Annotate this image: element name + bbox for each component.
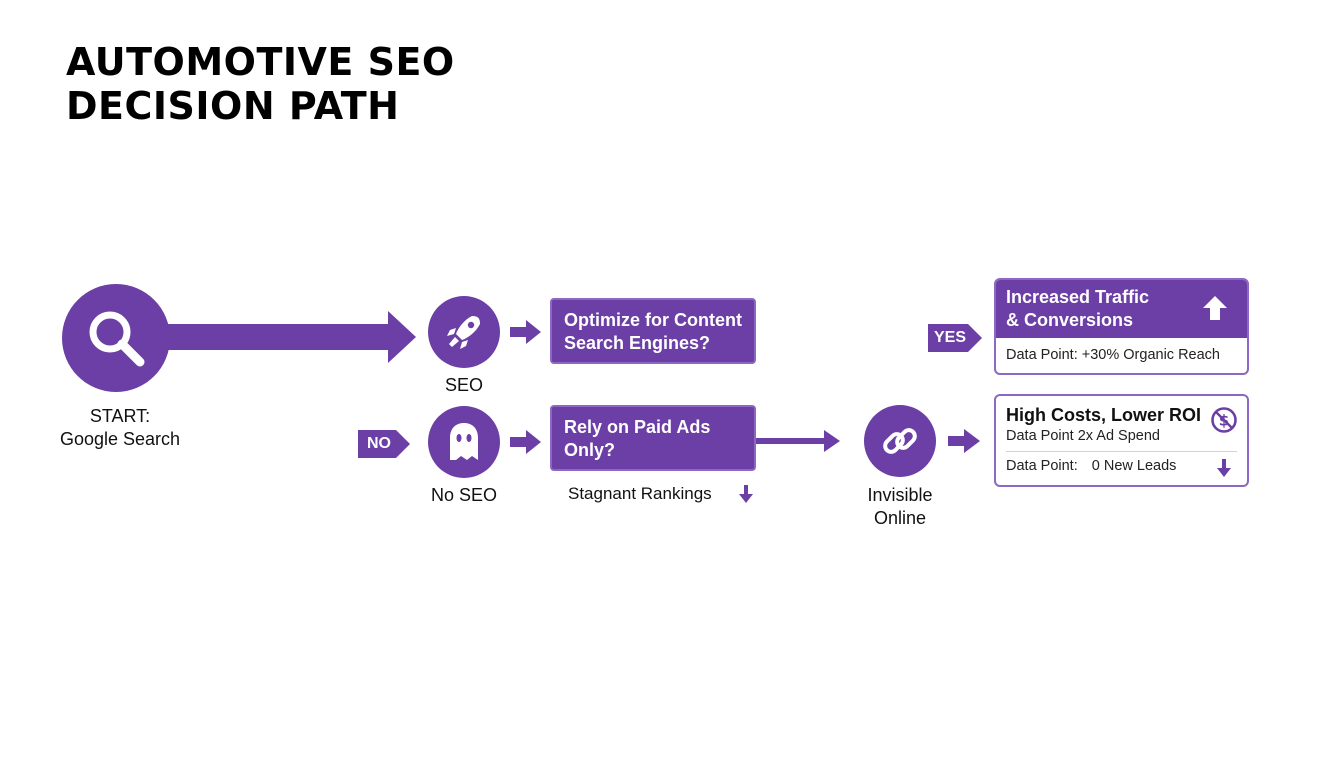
arrow-up-icon [1203, 296, 1227, 320]
start-label-line-1: START: [89, 406, 151, 426]
broken-link-icon [883, 428, 917, 454]
costs-divider [1006, 451, 1237, 452]
traffic-data-point: Data Point: +30% Organic Reach [1006, 347, 1220, 363]
magnifier-icon [89, 311, 145, 367]
ghost-icon [450, 423, 478, 460]
rocket-icon [447, 316, 480, 349]
no-seo-label: No SEO [430, 485, 498, 505]
invisible-line-2: Online [873, 508, 927, 528]
no-dollar-icon: $ [1211, 407, 1237, 433]
arrow-down-icon [1217, 459, 1231, 477]
paid-ads-question-box: Rely on Paid Ads Only? [550, 405, 756, 471]
optimize-question-box: Optimize for Content Search Engines? [550, 298, 756, 364]
traffic-card: Increased Traffic & Conversions Data Poi… [994, 278, 1249, 375]
invisible-label: Invisible Online [840, 484, 960, 530]
costs-data-point-2: Data Point: 0 New Leads [996, 452, 1247, 480]
traffic-line-2: & Conversions [1006, 310, 1134, 330]
stagnant-rankings-label: Stagnant Rankings [568, 484, 712, 503]
seo-node [428, 296, 500, 368]
invisible-to-costs-arrow [948, 429, 980, 453]
invisible-node [864, 405, 936, 477]
start-label: START: Google Search [30, 405, 210, 451]
no-tag: NO [367, 435, 391, 452]
start-label-line-2: Google Search [59, 429, 181, 449]
paid-to-invisible-arrow [754, 430, 840, 452]
costs-data2-value: 0 New Leads [1091, 458, 1177, 474]
title-line-2: DECISION PATH [66, 84, 400, 128]
start-node [62, 284, 170, 392]
costs-card: High Costs, Lower ROI $ Data Point 2x Ad… [994, 394, 1249, 487]
paid-line-2: Only? [564, 440, 616, 460]
seo-label: SEO [444, 375, 483, 395]
yes-tag: YES [933, 329, 966, 346]
costs-data2-label: Data Point: [1006, 458, 1078, 474]
costs-card-title: High Costs, Lower ROI [1006, 405, 1202, 425]
title-line-1: AUTOMOTIVE SEO [66, 40, 455, 84]
invisible-line-1: Invisible [867, 485, 933, 505]
paid-line-1: Rely on Paid Ads [564, 417, 711, 437]
yes-tag-shape [928, 324, 982, 352]
optimize-line-1: Optimize for Content [564, 310, 742, 330]
optimize-line-2: Search Engines? [564, 333, 711, 353]
arrow-down-icon [739, 485, 753, 503]
no-seo-node [428, 406, 500, 478]
traffic-line-1: Increased Traffic [1006, 287, 1150, 307]
traffic-card-header: Increased Traffic & Conversions [996, 280, 1247, 338]
start-to-seo-arrow [160, 311, 416, 363]
page-title: AUTOMOTIVE SEO DECISION PATH [66, 40, 626, 128]
noseo-to-paid-arrow [510, 430, 541, 454]
costs-data-point-1: Data Point 2x Ad Spend [1006, 428, 1160, 444]
no-tag-shape [358, 430, 410, 458]
seo-to-optimize-arrow [510, 320, 541, 344]
